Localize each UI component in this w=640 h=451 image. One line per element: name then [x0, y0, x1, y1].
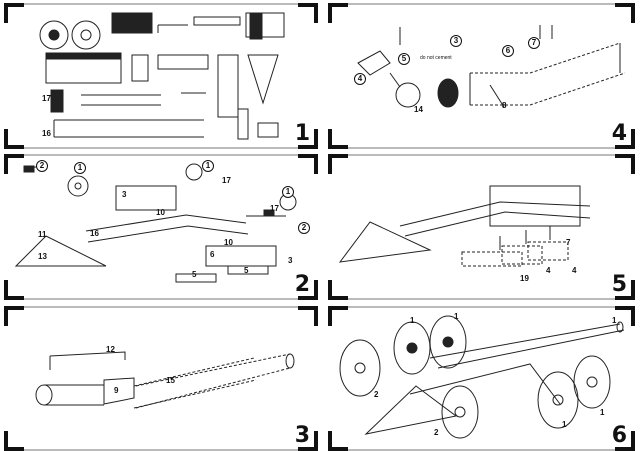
corner-mark [298, 3, 318, 23]
part-label: 16 [90, 229, 99, 238]
part-label: 6 [210, 250, 215, 259]
step-number: 1 [294, 121, 310, 146]
corner-mark [615, 3, 635, 23]
breech-assembly-drawing [357, 25, 626, 108]
part-label: 12 [106, 345, 115, 354]
part-label: 1 [454, 312, 459, 321]
part-label: 15 [166, 376, 175, 385]
corner-mark [328, 306, 348, 326]
corner-mark [615, 129, 635, 149]
step-4-panel: 3 6 7 5 4 14 8 do not cement 4 [328, 3, 635, 149]
step-number: 5 [611, 272, 627, 297]
part-label: 14 [414, 105, 423, 114]
corner-mark [328, 129, 348, 149]
trail-assembly-drawing [338, 185, 591, 267]
corner-mark [615, 306, 635, 326]
part-callout: 1 [74, 162, 86, 174]
part-label: 1 [612, 316, 617, 325]
part-label: 9 [114, 386, 119, 395]
corner-mark [4, 3, 24, 23]
part-label: 2 [434, 428, 439, 437]
parts-sprue-drawing [39, 12, 285, 140]
corner-mark [615, 154, 635, 174]
corner-mark [4, 306, 24, 326]
part-label: 2 [374, 390, 379, 399]
part-label: 1 [600, 408, 605, 417]
part-callout: 6 [502, 45, 514, 57]
part-label: 10 [224, 238, 233, 247]
step-5-panel: 7 19 4 4 5 [328, 154, 635, 300]
step-3-panel: 12 9 15 3 [4, 306, 318, 451]
corner-mark [615, 431, 635, 451]
part-label: 16 [42, 129, 51, 138]
corner-mark [328, 154, 348, 174]
part-label: 7 [566, 238, 571, 247]
corner-mark [298, 154, 318, 174]
step-number: 6 [611, 423, 627, 448]
corner-mark [4, 154, 24, 174]
step-number: 4 [611, 121, 627, 146]
wheel-assembly-drawing [339, 315, 625, 439]
corner-mark [4, 129, 24, 149]
part-callout: 2 [36, 160, 48, 172]
corner-mark [4, 431, 24, 451]
part-label: 1 [410, 316, 415, 325]
part-label: 5 [192, 270, 197, 279]
part-label: 17 [222, 176, 231, 185]
part-label: 17 [42, 94, 51, 103]
corner-mark [328, 431, 348, 451]
carriage-assembly-drawing [14, 163, 297, 283]
corner-mark [328, 3, 348, 23]
step-2-panel: 2 1 1 17 1 17 2 3 10 16 11 13 10 6 3 5 5… [4, 154, 318, 300]
corner-mark [328, 280, 348, 300]
part-label: 1 [562, 420, 567, 429]
part-label: 17 [270, 204, 279, 213]
corner-mark [615, 280, 635, 300]
instruction-note: do not cement [420, 55, 452, 61]
part-label: 4 [572, 266, 577, 275]
barrel-assembly-drawing [35, 351, 295, 409]
part-callout: 7 [528, 37, 540, 49]
corner-mark [298, 280, 318, 300]
part-label: 4 [546, 266, 551, 275]
part-callout: 2 [298, 222, 310, 234]
part-label: 3 [122, 190, 127, 199]
corner-mark [298, 129, 318, 149]
step-1-panel: 17 16 1 [4, 3, 318, 149]
part-label: 5 [244, 266, 249, 275]
part-callout: 1 [202, 160, 214, 172]
corner-mark [298, 431, 318, 451]
part-callout: 4 [354, 73, 366, 85]
corner-mark [4, 280, 24, 300]
step-number: 3 [294, 423, 310, 448]
corner-mark [298, 306, 318, 326]
part-label: 8 [502, 101, 507, 110]
part-callout: 1 [282, 186, 294, 198]
part-label: 3 [288, 256, 293, 265]
part-label: 13 [38, 252, 47, 261]
part-callout: 3 [450, 35, 462, 47]
step-number: 2 [294, 272, 310, 297]
part-label: 19 [520, 274, 529, 283]
step-6-panel: 1 1 1 1 1 2 2 6 [328, 306, 635, 451]
part-callout: 5 [398, 53, 410, 65]
part-label: 10 [156, 208, 165, 217]
part-label: 11 [38, 230, 47, 239]
